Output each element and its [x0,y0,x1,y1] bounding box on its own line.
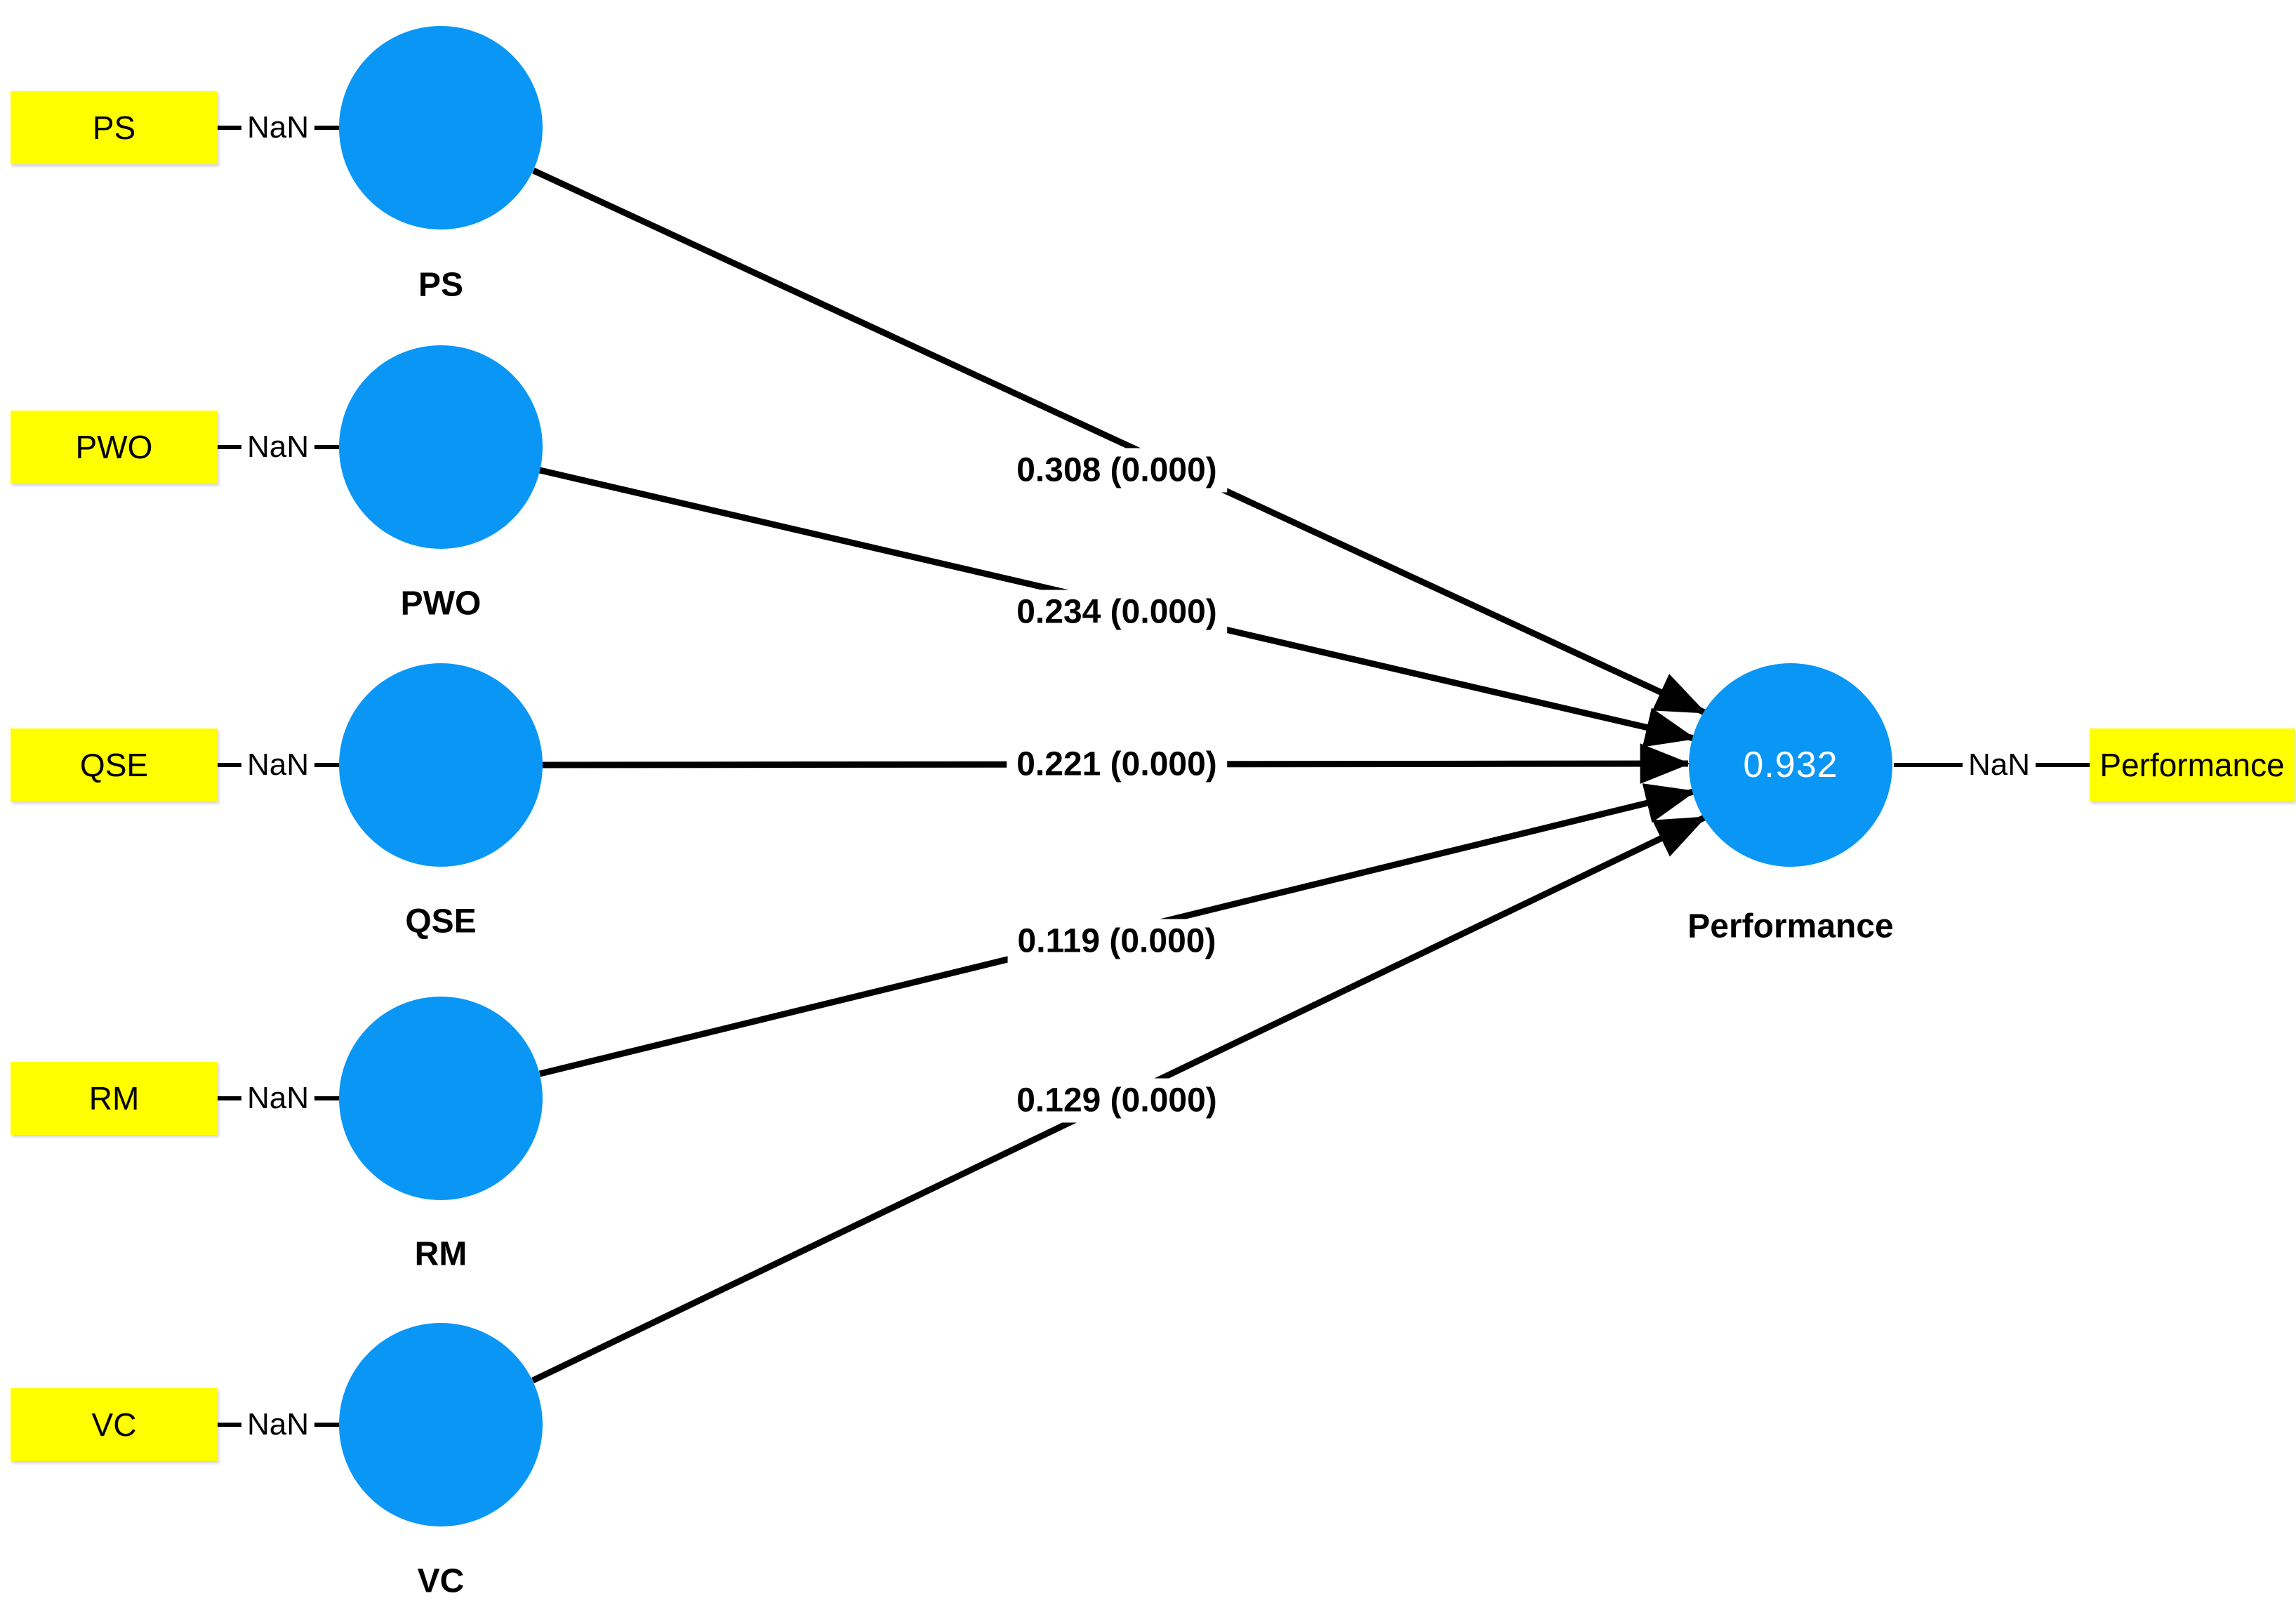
loading-label-qse: NaN [241,746,315,784]
loading-label-performance: NaN [1962,746,2036,784]
r-square-value: 0.932 [1743,745,1838,785]
loading-label-ps: NaN [241,109,315,147]
loading-label-rm: NaN [241,1079,315,1117]
construct-label-vc: VC [417,1562,465,1600]
loading-label-pwo: NaN [241,428,315,466]
path-coefficient-qse-performance: 0.221 (0.000) [1007,742,1227,787]
indicator-box-pwo[interactable]: PWO [11,411,218,484]
latent-circle-vc[interactable] [339,1323,543,1526]
indicator-box-qse[interactable]: QSE [11,728,218,801]
loading-label-vc: NaN [241,1406,315,1444]
latent-circle-ps[interactable] [339,26,543,229]
construct-label-pwo: PWO [400,585,482,623]
indicator-box-rm[interactable]: RM [11,1062,218,1135]
latent-circle-rm[interactable] [339,997,543,1200]
edge-ps-performance [532,167,1707,716]
indicator-box-performance[interactable]: Performance [2090,728,2295,801]
indicator-box-ps[interactable]: PS [11,91,218,164]
latent-circle-pwo[interactable] [339,345,543,549]
construct-label-rm: RM [414,1235,467,1273]
construct-label-performance: Performance [1687,907,1894,945]
path-coefficient-pwo-performance: 0.234 (0.000) [1007,590,1227,634]
latent-circle-performance[interactable]: 0.932 [1689,663,1892,867]
indicator-box-vc[interactable]: VC [11,1388,218,1461]
path-coefficient-vc-performance: 0.129 (0.000) [1007,1078,1227,1123]
construct-label-qse: QSE [405,903,477,940]
latent-circle-qse[interactable] [339,663,543,867]
path-coefficient-rm-performance: 0.119 (0.000) [1007,919,1226,964]
path-coefficient-ps-performance: 0.308 (0.000) [1007,448,1227,493]
construct-label-ps: PS [418,266,464,304]
